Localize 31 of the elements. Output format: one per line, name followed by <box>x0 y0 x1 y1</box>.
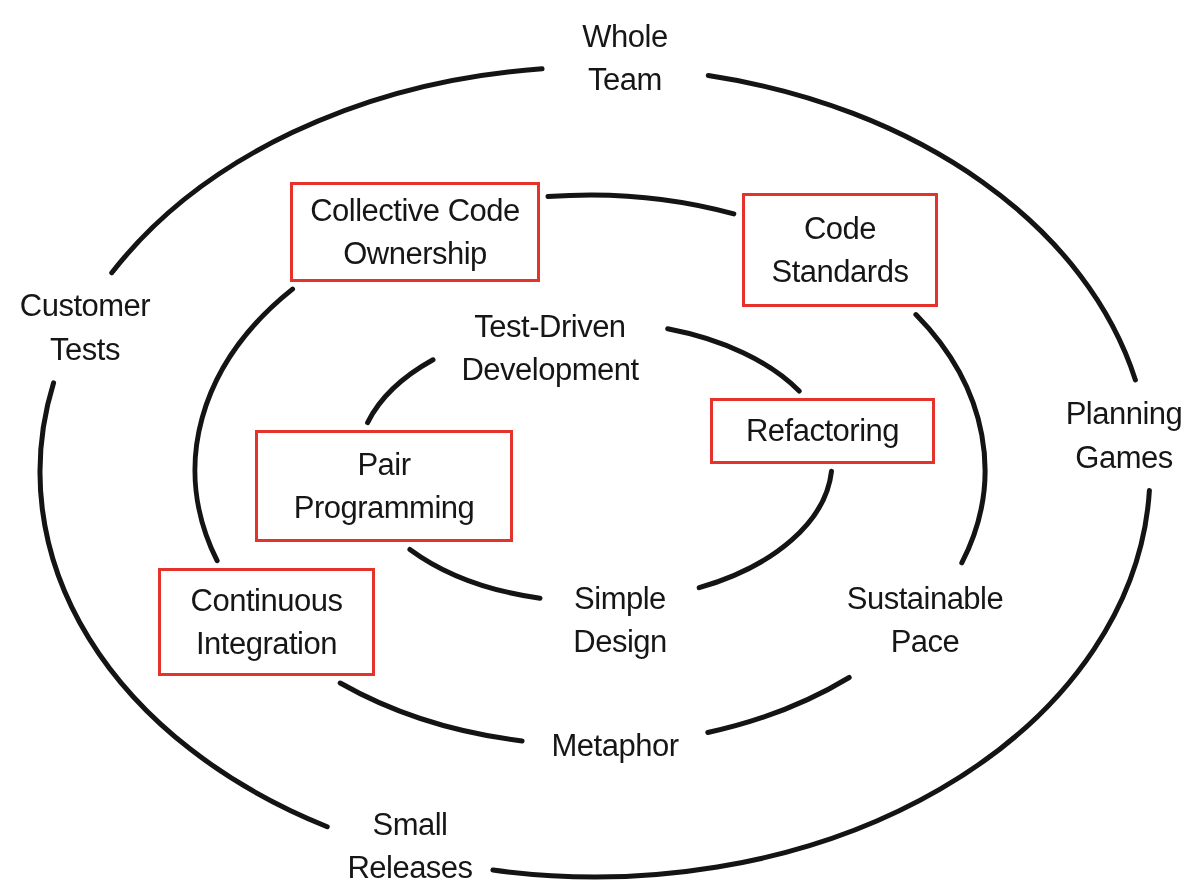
arc-connector <box>545 192 737 217</box>
highlight-box <box>742 193 938 307</box>
practice-label: Test-Driven Development <box>460 307 640 389</box>
practice-label: Pair Programming <box>292 445 476 527</box>
arc-connector <box>490 487 1152 879</box>
arc-connector <box>407 546 543 601</box>
practice-label: Planning Games <box>1064 395 1184 477</box>
arc-connector <box>913 312 988 566</box>
practice-label: Small Releases <box>346 805 474 887</box>
highlight-box <box>290 182 540 282</box>
arc-connector <box>705 73 1138 383</box>
practice-label: Refactoring <box>746 412 899 451</box>
arc-connector <box>705 675 852 735</box>
practice-label: Continuous Integration <box>189 581 344 663</box>
arc-connector <box>337 680 525 744</box>
practice-label: Code Standards <box>770 209 910 291</box>
practice-label: Collective Code Ownership <box>309 191 521 273</box>
practice-label: Whole Team <box>581 17 669 99</box>
arc-connector <box>696 468 834 591</box>
practice-label: Simple Design <box>572 579 668 661</box>
practice-label: Customer Tests <box>18 287 152 369</box>
arc-connector <box>37 380 330 830</box>
arc-connector <box>365 357 436 426</box>
practice-label: Metaphor <box>551 727 679 766</box>
arc-connector <box>192 286 295 564</box>
practice-label: Sustainable Pace <box>845 579 1005 661</box>
highlight-box <box>158 568 375 676</box>
highlight-box <box>710 398 935 464</box>
arc-connector <box>665 326 802 394</box>
highlight-box <box>255 430 513 542</box>
arc-connector <box>109 66 545 276</box>
